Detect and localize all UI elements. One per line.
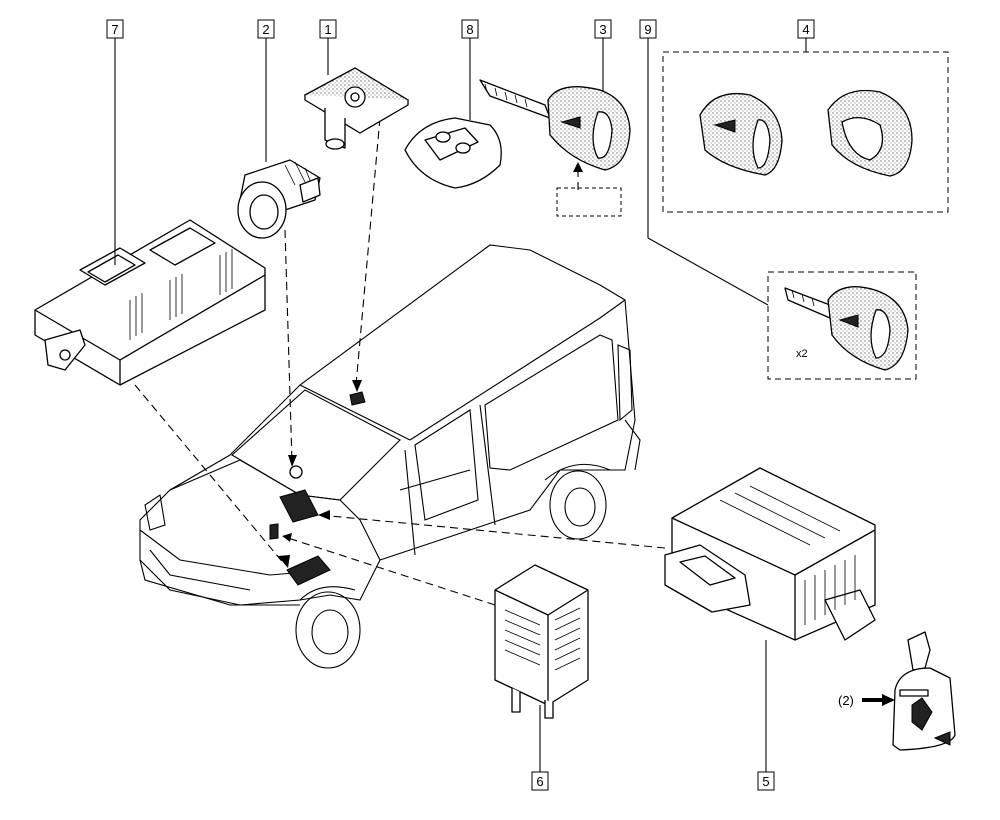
key-reference-label: (2): [838, 693, 854, 708]
callout-2: 2: [257, 19, 275, 39]
svg-text:7: 7: [111, 22, 118, 37]
callout-leaders: [114, 38, 807, 772]
ignition-ring-location-icon: [289, 465, 303, 479]
part-3-key: [479, 79, 631, 171]
svg-text:5: 5: [762, 774, 769, 789]
svg-text:1: 1: [324, 22, 331, 37]
callout-5: 5: [757, 771, 775, 791]
svg-text:2: 2: [262, 22, 269, 37]
callout-1: 1: [319, 19, 337, 39]
callout-9: 9: [639, 19, 657, 39]
svg-text:3: 3: [599, 22, 606, 37]
antenna-ring-location-icon: [349, 391, 366, 406]
reference-arrowhead: [882, 694, 895, 706]
keys-quantity-label: x2: [796, 348, 808, 360]
reference-key-illustration: [892, 631, 956, 751]
callout-4: 4: [797, 19, 815, 39]
svg-text:4: 4: [802, 22, 809, 37]
callout-6: 6: [531, 771, 549, 791]
part-7-uch-module: [34, 219, 266, 386]
part-4-key-heads: [662, 51, 949, 213]
part-1-antenna-plate: [303, 67, 410, 150]
part-2-transponder-ring: [237, 159, 321, 239]
ecu-location-icon: [279, 489, 319, 523]
vehicle-outline: [139, 244, 641, 669]
part-6-relay: [494, 564, 589, 719]
uch-location-icon: [286, 555, 331, 586]
relay-location-icon: [269, 523, 279, 540]
part-8-remote-fob: [404, 117, 502, 189]
part-9-keys: [767, 271, 917, 380]
callout-3: 3: [594, 19, 612, 39]
svg-text:6: 6: [536, 774, 543, 789]
callout-8: 8: [461, 19, 479, 39]
leader-lines: [134, 117, 666, 606]
part-3-label-box: [556, 187, 622, 217]
callout-7: 7: [106, 19, 124, 39]
part-5-decoder-module: [664, 467, 876, 641]
svg-text:8: 8: [466, 22, 473, 37]
svg-text:9: 9: [644, 22, 651, 37]
